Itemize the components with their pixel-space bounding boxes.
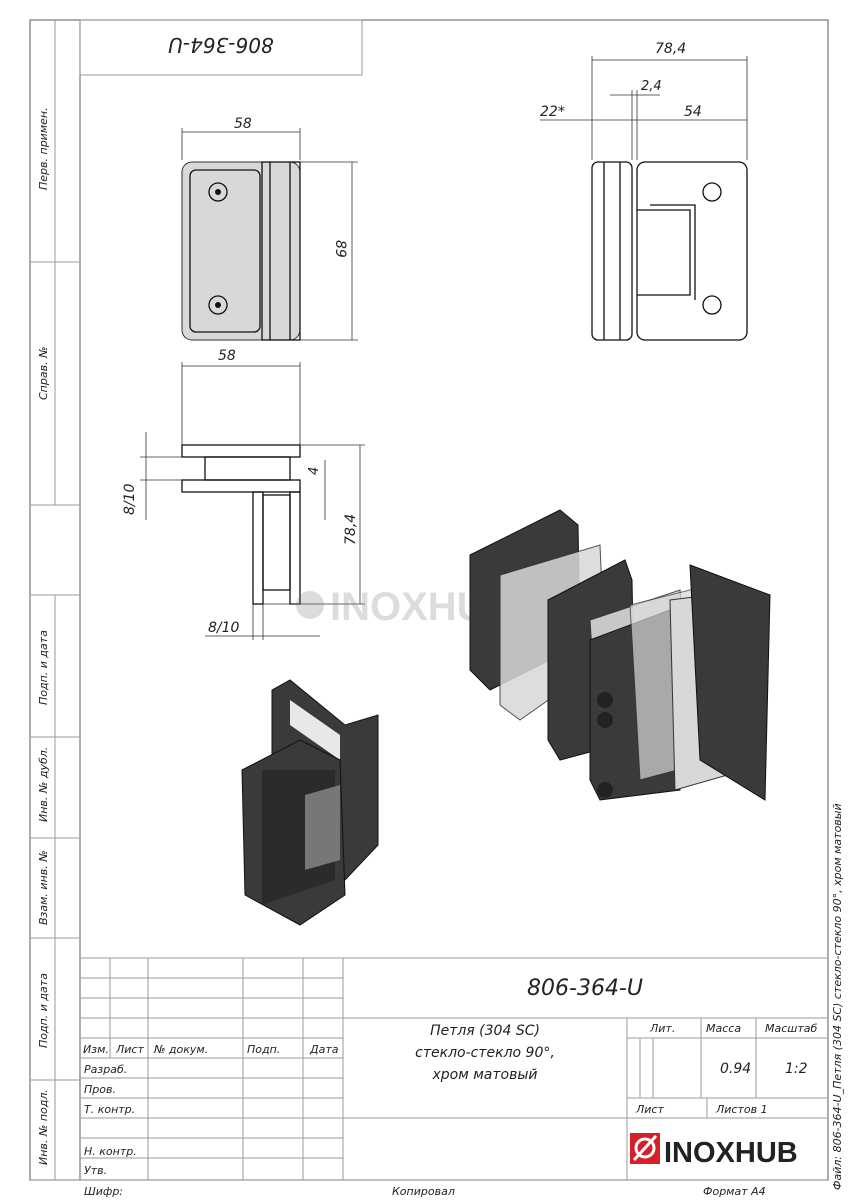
revision-headers: Изм. Лист № докум. Подп. Дата bbox=[83, 1043, 339, 1056]
sidebar-label: Перв. примен. bbox=[37, 107, 50, 190]
scale-label: Масштаб bbox=[765, 1022, 817, 1035]
dim-overall-width: 78,4 bbox=[655, 41, 686, 57]
scale-value: 1:2 bbox=[785, 1061, 808, 1077]
role-label: Пров. bbox=[84, 1083, 116, 1096]
dim-glass-bottom: 8/10 bbox=[208, 620, 240, 636]
role-label: Н. контр. bbox=[84, 1145, 137, 1158]
header-izm: Изм. bbox=[83, 1043, 109, 1056]
top-view bbox=[140, 362, 365, 640]
iso-exploded-view bbox=[469, 509, 771, 801]
file-label: Файл: 806-364-U_Петля (304 SC) стекло-ст… bbox=[831, 803, 844, 1190]
name-line-1: Петля (304 SC) bbox=[430, 1023, 540, 1039]
inoxhub-logo: INOXHUB bbox=[630, 1133, 798, 1169]
side-view bbox=[540, 56, 748, 341]
role-label: Разраб. bbox=[84, 1063, 127, 1076]
code-box bbox=[79, 19, 363, 76]
header-date: Дата bbox=[309, 1043, 339, 1056]
dim-four: 4 bbox=[307, 467, 322, 475]
role-label: Т. контр. bbox=[84, 1103, 135, 1116]
lit-label: Лит. bbox=[649, 1022, 675, 1035]
front-view bbox=[181, 128, 358, 341]
dim-glass-left: 8/10 bbox=[122, 483, 138, 515]
name-line-3: хром матовый bbox=[431, 1067, 537, 1083]
mass-value: 0.94 bbox=[720, 1061, 751, 1077]
title-block-grid bbox=[30, 957, 828, 1181]
dim-right-width: 54 bbox=[684, 104, 702, 120]
header-doc: № докум. bbox=[153, 1043, 208, 1056]
format-label: Формат А4 bbox=[703, 1185, 766, 1198]
sidebar-label: Справ. № bbox=[37, 346, 50, 400]
dim-top-width: 58 bbox=[234, 116, 252, 132]
sidebar-label: Инв. № подл. bbox=[37, 1089, 50, 1165]
sidebar-label: Взам. инв. № bbox=[37, 850, 50, 925]
header-list: Лист bbox=[115, 1043, 144, 1056]
dim-bottom-height: 78,4 bbox=[343, 514, 359, 545]
dim-angle-offset: 22* bbox=[540, 104, 565, 120]
sheet-label: Лист bbox=[635, 1103, 664, 1116]
role-labels: Разраб. Пров. Т. контр. Н. контр. Утв. bbox=[84, 1063, 137, 1177]
dim-gap: 2,4 bbox=[641, 79, 662, 94]
sidebar-label: Подп. и дата bbox=[37, 630, 50, 705]
designation: 806-364-U bbox=[527, 976, 643, 1001]
iso-assembled-view bbox=[241, 679, 379, 926]
sidebar-label: Подп. и дата bbox=[37, 973, 50, 1048]
dim-bottom-width: 58 bbox=[218, 348, 236, 364]
name-line-2: стекло-стекло 90°, bbox=[415, 1045, 555, 1061]
mass-label: Масса bbox=[706, 1022, 741, 1035]
sidebar-grid bbox=[30, 261, 80, 1081]
sidebar-labels: Перв. примен. Справ. № Подп. и дата Инв.… bbox=[37, 107, 50, 1165]
dim-height: 89 bbox=[332, 240, 348, 258]
header-sign: Подп. bbox=[247, 1043, 280, 1056]
rotated-code: 806-364-U bbox=[168, 33, 274, 57]
cipher-label: Шифр: bbox=[84, 1185, 123, 1198]
copied-label: Копировал bbox=[392, 1185, 455, 1198]
sidebar-label: Инв. № дубл. bbox=[37, 747, 50, 822]
role-label: Утв. bbox=[84, 1164, 107, 1177]
logo-text: INOXHUB bbox=[664, 1137, 798, 1169]
sheets-label: Листов 1 bbox=[715, 1103, 768, 1116]
